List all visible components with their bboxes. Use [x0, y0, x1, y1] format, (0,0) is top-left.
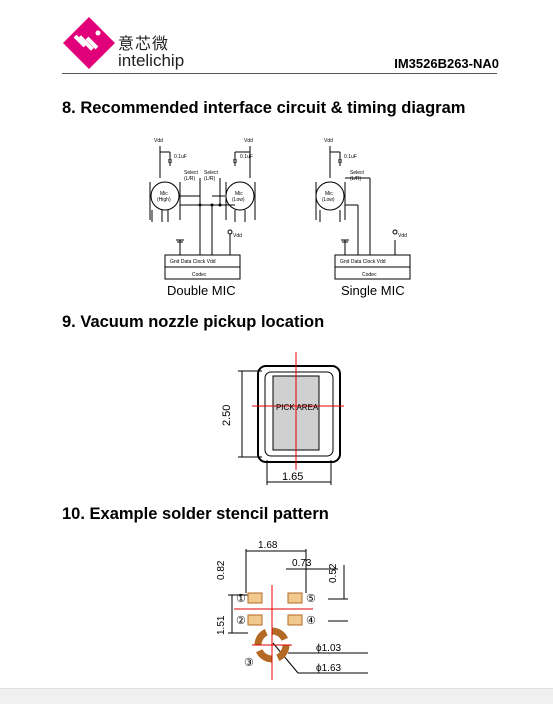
- single-mic-caption: Single MIC: [341, 283, 405, 298]
- select-label-sub: (L/R): [184, 176, 195, 182]
- dim-left: 1.51: [216, 615, 227, 635]
- pad-2-label: ②: [236, 615, 246, 627]
- codec-pins: Gnd Data Clock Vdd: [170, 259, 216, 265]
- double-mic-caption: Double MIC: [167, 283, 236, 298]
- header-rule: [62, 73, 497, 74]
- pick-area-label: PICK AREA: [276, 403, 319, 412]
- height-dimension: 2.50: [221, 405, 233, 426]
- vdd-label: Vdd: [244, 138, 253, 144]
- mic-low-label: Mic: [235, 191, 243, 197]
- section-9-title: 9. Vacuum nozzle pickup location: [62, 313, 325, 331]
- codec-label: Codec: [362, 272, 377, 278]
- solder-stencil-diagram: 1.68 0.73 0.82 0.52 1.51 ϕ1.03 ϕ1.63 ① ②…: [216, 540, 368, 680]
- section-8-title: 8. Recommended interface circuit & timin…: [62, 99, 466, 117]
- select-label: Select: [184, 170, 199, 176]
- dim-ring-outer: ϕ1.63: [316, 663, 342, 674]
- dim-top: 1.68: [258, 540, 278, 551]
- viewer-bottom-bar: [0, 688, 553, 704]
- mic-high-sub: (High): [157, 197, 171, 203]
- pad-1-label: ①: [236, 593, 246, 605]
- pad-5-label: ⑤: [306, 593, 316, 605]
- section-10-title: 10. Example solder stencil pattern: [62, 505, 329, 523]
- brand-name: intelichip: [118, 51, 185, 70]
- cap-label: 0.1uF: [344, 154, 357, 160]
- mic-low-sub: (Low): [232, 197, 245, 203]
- select-label-sub: (L/R): [204, 176, 215, 182]
- part-number: IM3526B263-NA0: [394, 56, 499, 71]
- dim-left-top: 0.82: [216, 560, 227, 580]
- select-label: Select: [204, 170, 219, 176]
- mic-low-sub: (Low): [322, 197, 335, 203]
- vdd-pin-label: Vdd: [233, 233, 242, 239]
- pad-3-label: ③: [244, 657, 254, 669]
- intelichip-logo: [63, 17, 115, 69]
- cap-label: 0.1uF: [240, 154, 253, 160]
- pad-4-label: ④: [306, 615, 316, 627]
- interface-circuit-diagram: Vdd 0.1uF Vdd 0.1uF Select (L/R) Select …: [149, 138, 411, 280]
- width-dimension: 1.65: [282, 471, 303, 483]
- vdd-label: Vdd: [324, 138, 333, 144]
- mic-high-label: Mic: [160, 191, 168, 197]
- select-label-sub: (L/R): [350, 176, 361, 182]
- dim-ring-inner: ϕ1.03: [316, 643, 342, 654]
- mic-low-label: Mic: [325, 191, 333, 197]
- dim-pad-width: 0.73: [292, 558, 312, 569]
- select-label: Select: [350, 170, 365, 176]
- pickup-location-diagram: PICK AREA 2.50 1.65: [221, 352, 344, 485]
- codec-pins: Gnd Data Clock Vdd: [340, 259, 386, 265]
- cap-label: 0.1uF: [174, 154, 187, 160]
- brand-chinese: 意芯微: [118, 34, 170, 53]
- codec-label: Codec: [192, 272, 207, 278]
- dim-right: 0.52: [328, 563, 339, 583]
- vdd-pin-label: Vdd: [398, 233, 407, 239]
- vdd-label: Vdd: [154, 138, 163, 144]
